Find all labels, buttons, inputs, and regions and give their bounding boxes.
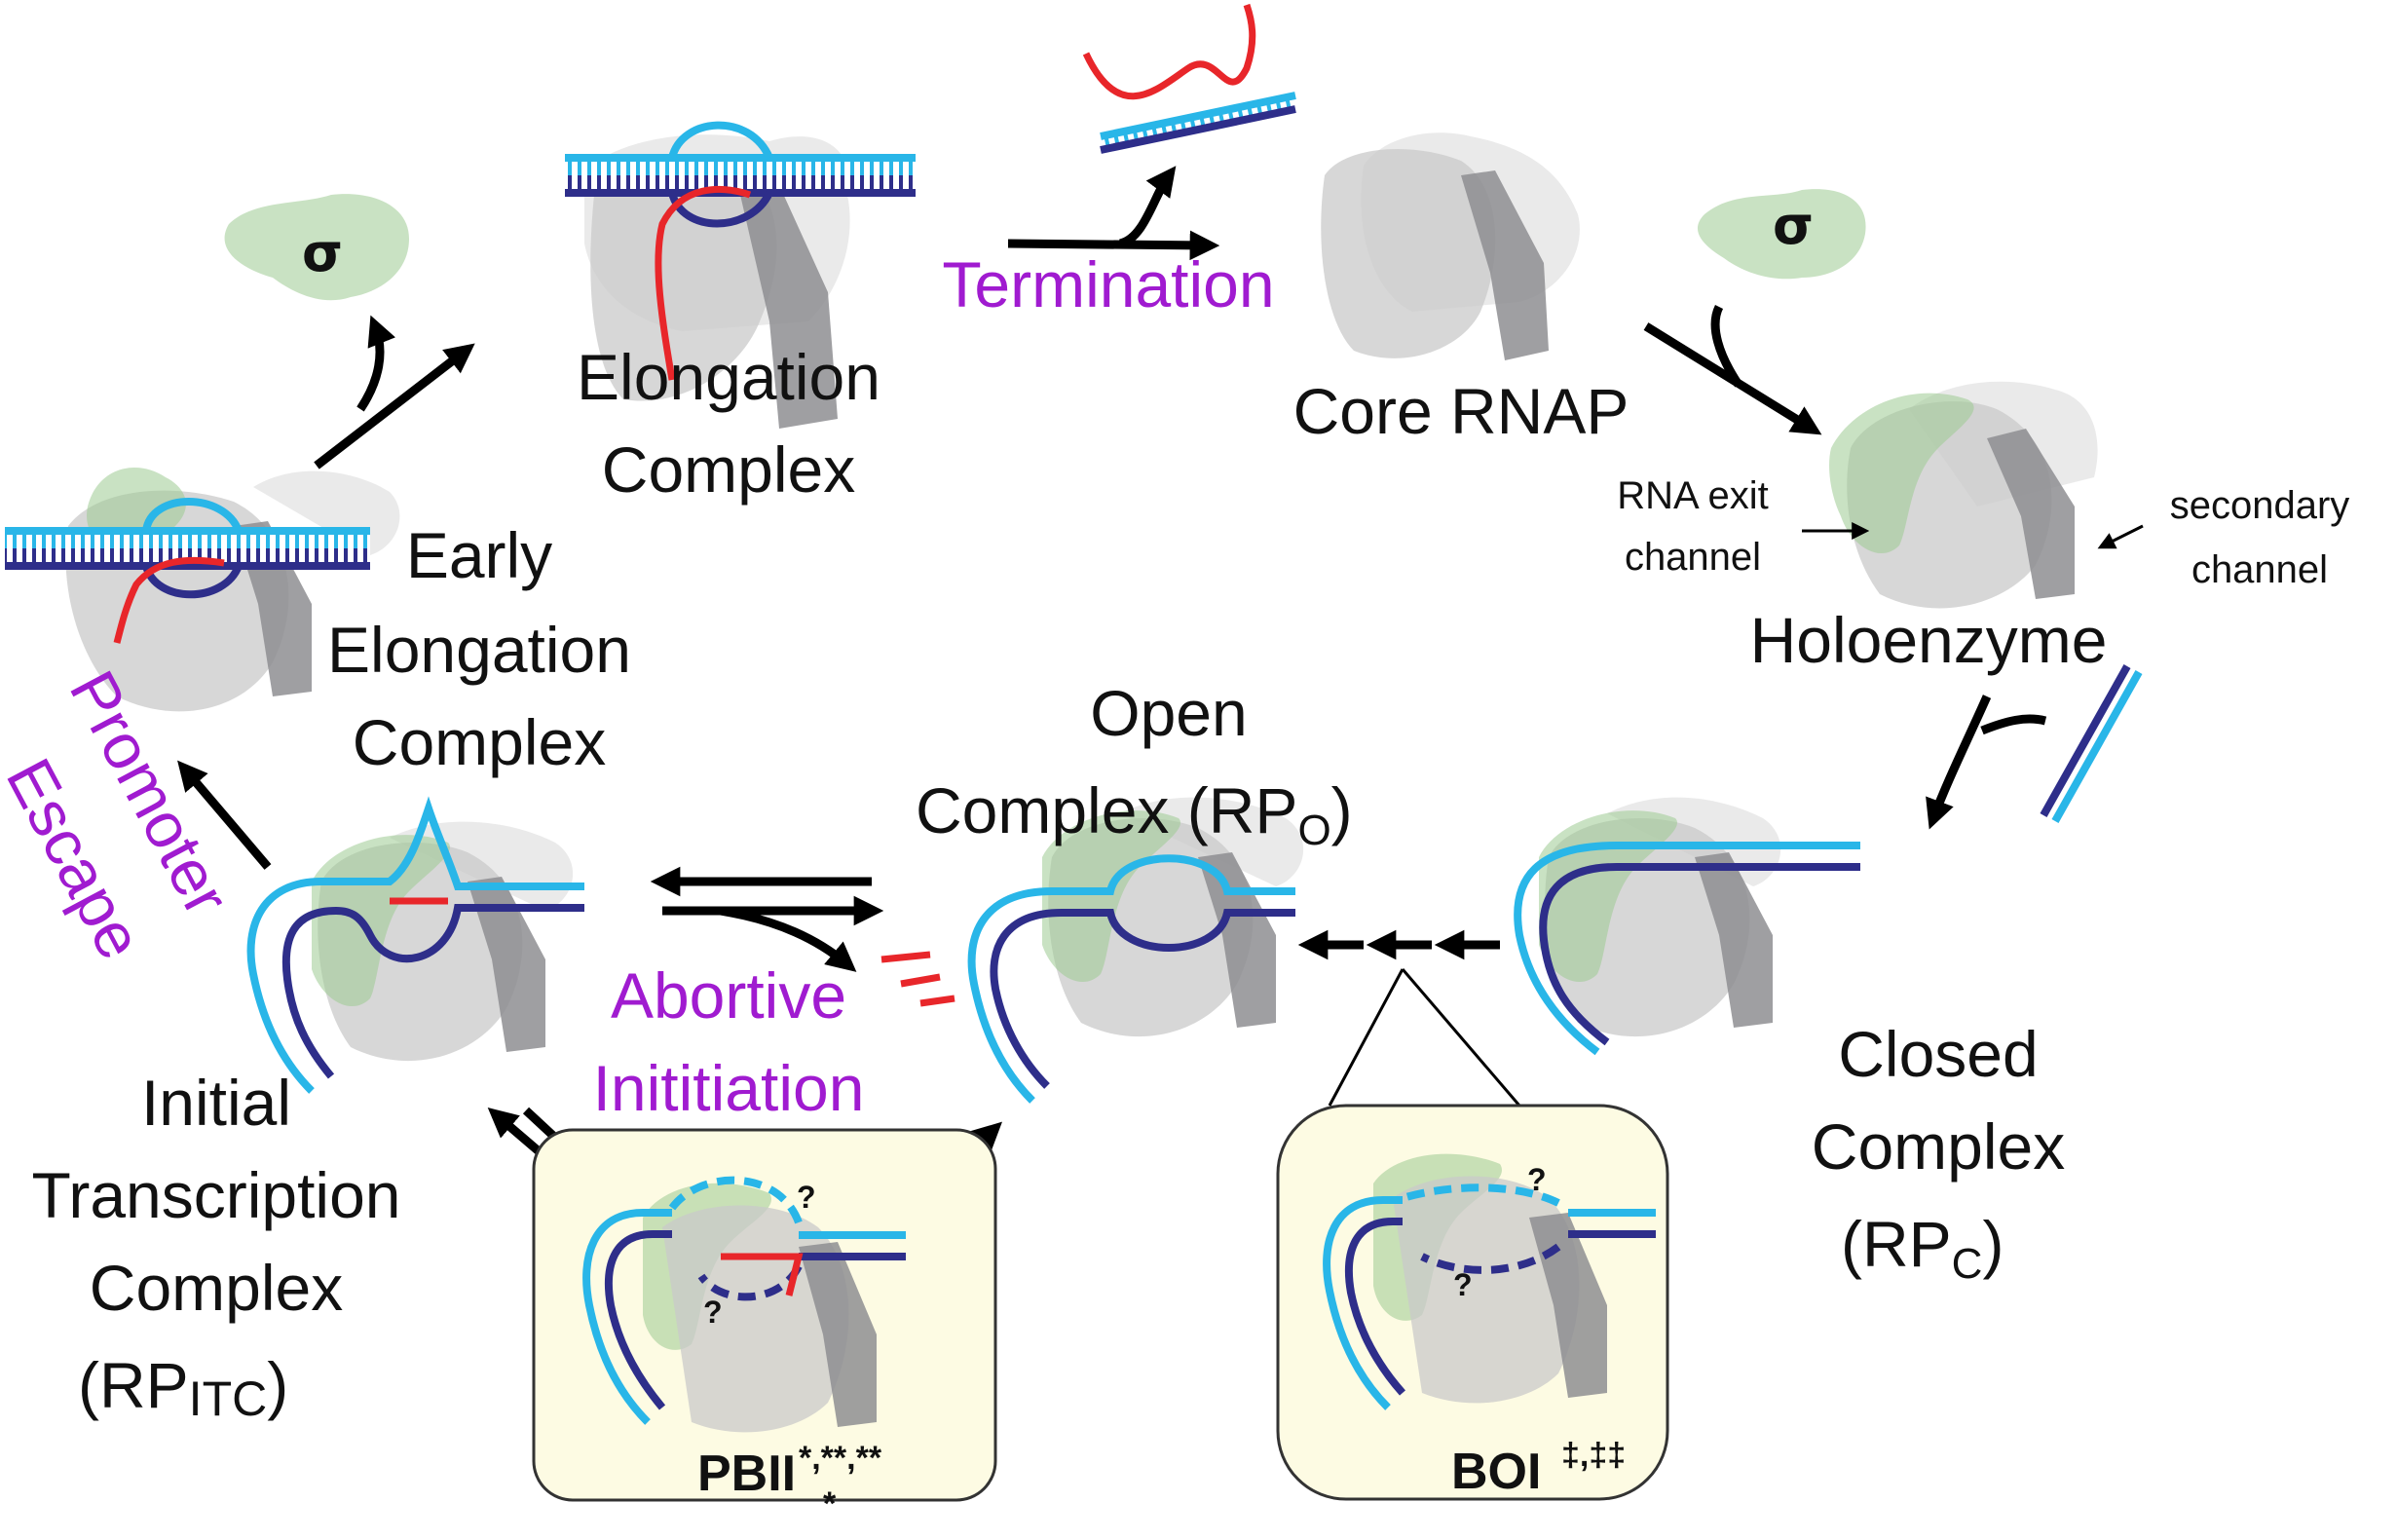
- pbii-label: PBII: [697, 1446, 796, 1502]
- rna-exit-channel-label-line1: RNA exit: [1617, 474, 1769, 517]
- closed-complex-label-text: (RP: [1841, 1208, 1952, 1280]
- arrow-sigma-binding: [1643, 304, 1822, 435]
- core-rnap-structure: [1321, 132, 1580, 360]
- closed-complex-structure: [1514, 797, 1860, 1056]
- elongation-complex-label-line1: Elongation: [577, 341, 880, 413]
- open-complex-label-text: Complex (RP: [916, 774, 1297, 846]
- promoter-dna-fragment: [2040, 664, 2143, 823]
- arrow-promoter-binding: [1926, 695, 2047, 830]
- elongation-complex-structure: [565, 121, 916, 429]
- rna-exit-channel-label-line2: channel: [1625, 536, 1761, 579]
- open-complex-label-line2: Complex (RPO): [916, 774, 1353, 854]
- boi-question-mark-1: ?: [1527, 1162, 1547, 1197]
- boi-question-mark-2: ?: [1453, 1267, 1473, 1302]
- pbii-question-mark-2: ?: [703, 1295, 723, 1330]
- boi-inset: ? ? BOI ‡,‡‡: [1276, 1104, 1669, 1501]
- holoenzyme-label: Holoenzyme: [1750, 604, 2108, 676]
- initial-transcription-label-line1: Initial: [141, 1067, 291, 1139]
- open-complex-label-line1: Open: [1090, 677, 1247, 749]
- early-elongation-label-line3: Complex: [353, 706, 606, 778]
- pbii-superscript: *,**,**: [799, 1440, 882, 1477]
- closed-complex-label-line3: (RPC): [1841, 1208, 2004, 1288]
- closed-complex-close-paren: ): [1982, 1208, 2004, 1280]
- arrow-termination: [1007, 166, 1220, 261]
- initial-transcription-close-paren: ): [267, 1349, 288, 1421]
- free-sigma-factor-right: σ: [1697, 189, 1866, 280]
- secondary-channel-pointer: [2097, 524, 2144, 549]
- termination-products: [1082, 3, 1296, 154]
- initial-transcription-subscript: ITC: [189, 1371, 268, 1426]
- pbii-question-mark-1: ?: [797, 1180, 816, 1215]
- closed-complex-label-line2: Complex: [1812, 1110, 2065, 1183]
- boi-callout-lines: [1328, 968, 1521, 1107]
- early-elongation-label-line1: Early: [406, 519, 552, 591]
- early-elongation-complex-structure: [5, 468, 400, 712]
- boi-superscript: ‡,‡‡: [1561, 1437, 1626, 1474]
- initial-transcription-label-line2: Transcription: [31, 1159, 400, 1231]
- holoenzyme-structure: [1829, 381, 2098, 609]
- arrow-promoter-escape: [177, 760, 272, 870]
- termination-label: Termination: [942, 248, 1274, 320]
- abortive-label-line2: Inititiation: [593, 1052, 865, 1124]
- initial-transcription-label-line4: (RPITC): [78, 1349, 288, 1426]
- free-sigma-factor-left: σ: [224, 194, 409, 301]
- abortive-rna-fragments: [880, 951, 955, 1007]
- abortive-arrows: [650, 866, 884, 972]
- initial-transcription-label-text: (RP: [78, 1349, 189, 1421]
- sigma-symbol-left: σ: [302, 222, 343, 283]
- secondary-channel-label-line1: secondary: [2170, 484, 2350, 527]
- sigma-symbol-right: σ: [1773, 195, 1814, 256]
- text-labels: Elongation Complex Termination Core RNAP…: [0, 248, 2349, 1426]
- open-complex-close-paren: ): [1331, 774, 1353, 846]
- initial-transcription-label-line3: Complex: [90, 1252, 343, 1324]
- secondary-channel-label-line2: channel: [2191, 548, 2328, 591]
- early-elongation-label-line2: Elongation: [327, 614, 631, 686]
- elongation-complex-label-line2: Complex: [602, 433, 855, 506]
- pbii-superscript-2: *: [823, 1485, 837, 1522]
- core-rnap-label: Core RNAP: [1293, 375, 1629, 447]
- boi-label: BOI: [1451, 1444, 1541, 1500]
- open-complex-subscript: O: [1297, 807, 1330, 854]
- abortive-label-line1: Abortive: [611, 959, 846, 1032]
- closed-complex-label-line1: Closed: [1838, 1018, 2038, 1090]
- initial-transcription-complex-structure: [246, 796, 584, 1094]
- closed-complex-subscript: C: [1952, 1240, 1983, 1288]
- open-complex-structure: [967, 797, 1304, 1104]
- arrow-sigma-release: [314, 315, 475, 470]
- pbii-inset: ? ? PBII *,**,** *: [532, 1128, 997, 1522]
